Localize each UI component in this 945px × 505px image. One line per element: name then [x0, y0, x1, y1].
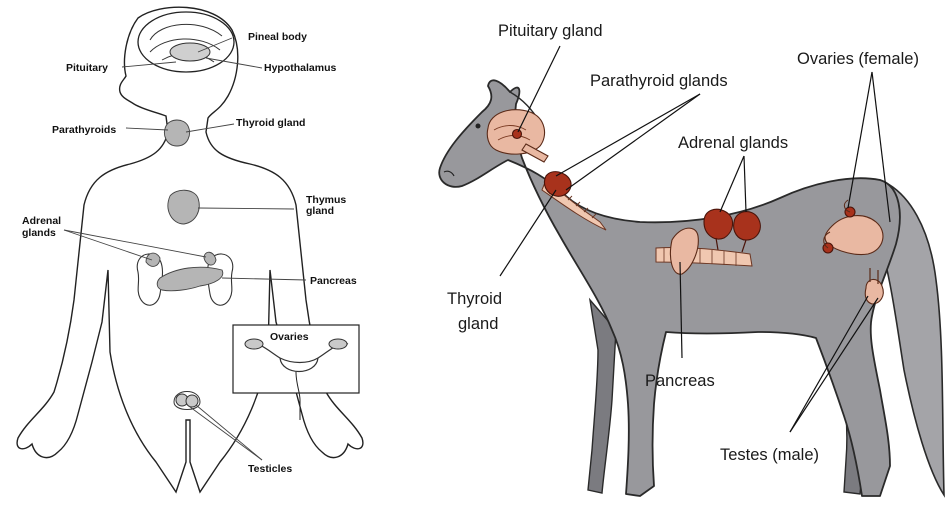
label-hypothalamus: Hypothalamus [264, 62, 337, 74]
label-horse-parathyroid-glands: Parathyroid glands [590, 72, 728, 90]
brain [138, 12, 234, 72]
horse-adrenal-left [704, 209, 733, 239]
label-ovaries: Ovaries [270, 331, 309, 343]
label-parathyroids: Parathyroids [52, 124, 116, 136]
label-thymus-gland: gland [306, 205, 334, 217]
label-pituitary: Pituitary [66, 62, 108, 74]
label-thyroid-gland: Thyroid gland [236, 117, 305, 129]
label-pineal-body: Pineal body [248, 31, 307, 43]
label-horse-adrenal-glands: Adrenal glands [678, 134, 788, 152]
horse-adrenal-right [734, 212, 761, 240]
label-horse-thyroid-gland: gland [458, 315, 498, 333]
label-horse-ovaries: Ovaries (female) [797, 50, 919, 68]
label-testicles: Testicles [248, 463, 292, 475]
label-pancreas: Pancreas [310, 275, 357, 287]
label-horse-pancreas: Pancreas [645, 372, 715, 390]
label-adrenal: Adrenal [22, 215, 61, 227]
human-adrenal-left [146, 253, 160, 266]
human-thymus [168, 190, 199, 224]
human-body-outline [17, 7, 363, 492]
label-horse-thyroid: Thyroid [447, 290, 502, 308]
human-thyroid [164, 120, 189, 146]
horse-testes [865, 279, 883, 304]
label-horse-pituitary-gland: Pituitary gland [498, 22, 603, 40]
label-adrenal-glands: glands [22, 227, 56, 239]
label-horse-testes: Testes (male) [720, 446, 819, 464]
horse-pituitary [513, 130, 522, 139]
human-figure [17, 7, 363, 492]
